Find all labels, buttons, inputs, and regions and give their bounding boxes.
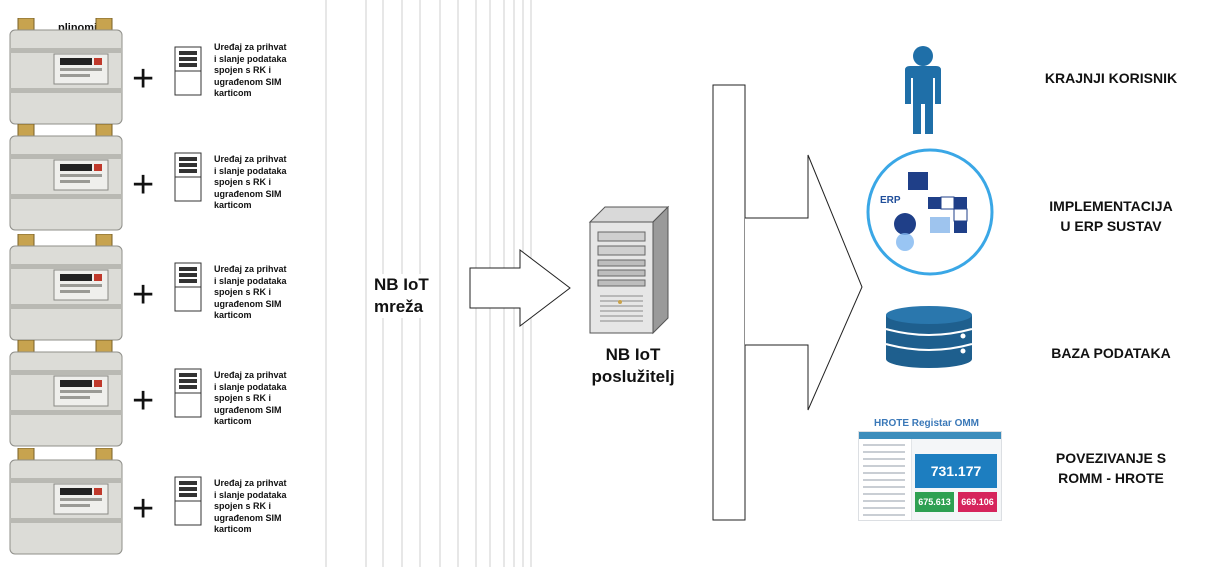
meter-row: + Uređaj za prihvat i slanje podataka sp… <box>0 124 330 232</box>
output-label-erp: IMPLEMENTACIJA U ERP SUSTAV <box>1049 198 1173 234</box>
plus-sign: + <box>132 58 155 100</box>
database-icon <box>885 306 973 368</box>
nb-iot-server-label: NB IoT poslužitelj <box>591 345 675 386</box>
device-description: Uređaj za prihvat i slanje podataka spoj… <box>214 154 287 210</box>
server-icon <box>588 205 670 335</box>
device-description: Uređaj za prihvat i slanje podataka spoj… <box>214 264 287 320</box>
device-description: Uređaj za prihvat i slanje podataka spoj… <box>214 42 287 98</box>
hrote-main-value: 731.177 <box>915 454 997 488</box>
meter-row: + Uređaj za prihvat i slanje podataka sp… <box>0 448 330 556</box>
meter-row: + Uređaj za prihvat i slanje podataka sp… <box>0 340 330 448</box>
hrote-title: HROTE Registar OMM <box>874 418 980 429</box>
erp-logo-text: ERP <box>880 195 901 206</box>
data-device-icon <box>174 476 202 531</box>
device-description: Uređaj za prihvat i slanje podataka spoj… <box>214 370 287 426</box>
hrote-sidebar <box>859 439 912 520</box>
output-arrow <box>745 154 863 411</box>
plus-sign: + <box>132 274 155 316</box>
plus-sign: + <box>132 164 155 206</box>
person-icon <box>905 46 941 134</box>
hrote-value-a: 675.613 <box>915 492 954 512</box>
plus-sign: + <box>132 488 155 530</box>
hrote-value-b: 669.106 <box>958 492 997 512</box>
meter-row: + Uređaj za prihvat i slanje podataka sp… <box>0 234 330 342</box>
output-label-end-user: KRAJNJI KORISNIK <box>1044 70 1178 86</box>
output-label-hrote: POVEZIVANJE S ROMM - HROTE <box>1055 450 1167 486</box>
data-device-icon <box>174 368 202 423</box>
distribution-bar <box>712 84 746 521</box>
erp-letter-a: A <box>948 199 954 208</box>
hrote-dashboard: 731.177 675.613 669.106 <box>858 431 1002 521</box>
network-arrow <box>469 248 571 328</box>
data-device-icon <box>174 152 202 207</box>
device-description: Uređaj za prihvat i slanje podataka spoj… <box>214 478 287 534</box>
hrote-header-bar <box>859 432 1001 439</box>
output-label-database: BAZA PODATAKA <box>1051 345 1171 361</box>
plus-sign: + <box>132 380 155 422</box>
meter-row: + Uređaj za prihvat i slanje podataka sp… <box>0 18 330 126</box>
data-device-icon <box>174 262 202 317</box>
erp-maris-logo: A <box>866 148 994 276</box>
data-device-icon <box>174 46 202 101</box>
nb-iot-network-label: NB IoT mreža <box>368 274 435 318</box>
